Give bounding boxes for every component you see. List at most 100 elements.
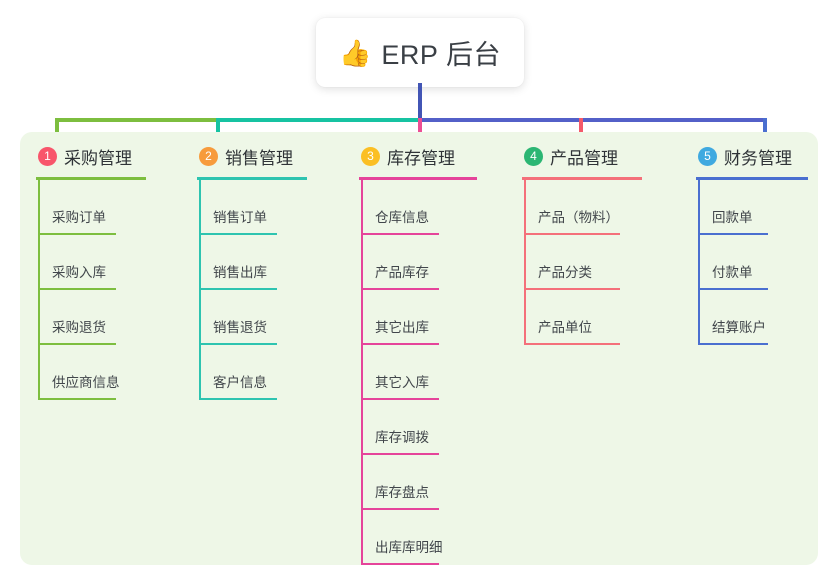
- branch-header[interactable]: 2 销售管理: [197, 144, 307, 168]
- branch-item-label: 产品（物料）: [538, 210, 619, 225]
- branch-item[interactable]: 采购退货: [36, 290, 146, 345]
- connector-stem: [418, 83, 422, 120]
- branch-item[interactable]: 采购入库: [36, 235, 146, 290]
- branch-item-underline: [524, 233, 620, 235]
- branch-item-underline: [199, 233, 277, 235]
- branch-item-label: 供应商信息: [52, 375, 120, 390]
- branch-number-badge: 1: [38, 146, 57, 166]
- branch-item-underline: [38, 398, 116, 400]
- branch-item-underline: [361, 343, 439, 345]
- branch-item-label: 销售退货: [213, 320, 267, 335]
- branch-item-underline: [698, 343, 768, 345]
- branch-item-list: 采购订单 采购入库 采购退货 供应商信息: [36, 180, 146, 400]
- branch-title: 产品管理: [550, 148, 618, 168]
- branch-item-underline: [361, 233, 439, 235]
- branch-item-label: 出库库明细: [375, 540, 443, 555]
- branch-underline: [522, 177, 642, 180]
- branch-item-underline: [199, 288, 277, 290]
- branch-header[interactable]: 3 库存管理: [359, 144, 477, 168]
- branch-item-underline: [361, 288, 439, 290]
- branch-item[interactable]: 客户信息: [197, 345, 307, 400]
- branch-number-badge: 4: [524, 146, 543, 166]
- branch-header[interactable]: 5 财务管理: [696, 144, 808, 168]
- branch-item[interactable]: 产品库存: [359, 235, 477, 290]
- branch-item-label: 付款单: [712, 265, 753, 280]
- root-node[interactable]: 👍 ERP 后台: [316, 18, 524, 87]
- branch-item-list: 销售订单 销售出库 销售退货 客户信息: [197, 180, 307, 400]
- branch-item-label: 产品单位: [538, 320, 592, 335]
- branch-item-underline: [524, 343, 620, 345]
- branch-item-label: 采购入库: [52, 265, 106, 280]
- branch-spine: [38, 180, 40, 400]
- branch-item-label: 结算账户: [712, 320, 766, 335]
- branch-item-underline: [361, 398, 439, 400]
- branch-title: 采购管理: [64, 148, 132, 168]
- branch-column: 3 库存管理 仓库信息 产品库存 其它出库 其它入库 库存调拨 库存盘点 出库库…: [359, 144, 477, 565]
- branch-number-badge: 2: [199, 146, 218, 166]
- branch-item-underline: [199, 398, 277, 400]
- branch-spine: [361, 180, 363, 565]
- branch-title: 库存管理: [387, 148, 455, 168]
- branch-item[interactable]: 付款单: [696, 235, 808, 290]
- thumbs-up-icon: 👍: [339, 37, 372, 68]
- branch-item[interactable]: 销售退货: [197, 290, 307, 345]
- branch-underline: [197, 177, 307, 180]
- connector-bar-segment: [419, 118, 766, 122]
- branch-item-label: 客户信息: [213, 375, 267, 390]
- branch-item[interactable]: 库存调拨: [359, 400, 477, 455]
- branch-header[interactable]: 1 采购管理: [36, 144, 146, 168]
- branch-item-underline: [698, 288, 768, 290]
- connector-bar-segment: [57, 118, 218, 122]
- branch-column: 2 销售管理 销售订单 销售出库 销售退货 客户信息: [197, 144, 307, 400]
- branch-item-label: 采购退货: [52, 320, 106, 335]
- branch-item-label: 回款单: [712, 210, 753, 225]
- branch-title: 财务管理: [724, 148, 792, 168]
- branch-item[interactable]: 销售订单: [197, 180, 307, 235]
- branch-item-label: 销售订单: [213, 210, 267, 225]
- branch-item-underline: [361, 508, 439, 510]
- branch-spine: [524, 180, 526, 345]
- branch-item-underline: [199, 343, 277, 345]
- branch-item[interactable]: 其它入库: [359, 345, 477, 400]
- branch-item[interactable]: 结算账户: [696, 290, 808, 345]
- branch-item[interactable]: 采购订单: [36, 180, 146, 235]
- branch-item[interactable]: 出库库明细: [359, 510, 477, 565]
- branch-item-underline: [38, 288, 116, 290]
- branch-title: 销售管理: [225, 148, 293, 168]
- branch-spine: [199, 180, 201, 400]
- branch-number-badge: 5: [698, 146, 717, 166]
- branch-item[interactable]: 供应商信息: [36, 345, 146, 400]
- branch-item-underline: [361, 453, 439, 455]
- branch-column: 1 采购管理 采购订单 采购入库 采购退货 供应商信息: [36, 144, 146, 400]
- branch-item[interactable]: 产品（物料）: [522, 180, 642, 235]
- branch-item[interactable]: 其它出库: [359, 290, 477, 345]
- branch-item-list: 仓库信息 产品库存 其它出库 其它入库 库存调拨 库存盘点 出库库明细: [359, 180, 477, 565]
- branch-item-label: 产品库存: [375, 265, 429, 280]
- branch-spine: [698, 180, 700, 345]
- branch-item[interactable]: 仓库信息: [359, 180, 477, 235]
- branch-item-label: 库存盘点: [375, 485, 429, 500]
- branch-item-underline: [38, 343, 116, 345]
- branch-item[interactable]: 销售出库: [197, 235, 307, 290]
- branch-panel: [20, 132, 818, 565]
- branch-number-badge: 3: [361, 146, 380, 166]
- branch-item[interactable]: 回款单: [696, 180, 808, 235]
- branch-item-underline: [524, 288, 620, 290]
- branch-item[interactable]: 库存盘点: [359, 455, 477, 510]
- branch-item-label: 产品分类: [538, 265, 592, 280]
- branch-item-underline: [361, 563, 439, 565]
- connector-bar-segment: [217, 118, 420, 122]
- branch-underline: [36, 177, 146, 180]
- branch-underline: [359, 177, 477, 180]
- branch-item-label: 库存调拨: [375, 430, 429, 445]
- branch-item-label: 采购订单: [52, 210, 106, 225]
- branch-header[interactable]: 4 产品管理: [522, 144, 642, 168]
- branch-item-underline: [698, 233, 768, 235]
- branch-item[interactable]: 产品单位: [522, 290, 642, 345]
- branch-item-label: 其它出库: [375, 320, 429, 335]
- branch-item-label: 销售出库: [213, 265, 267, 280]
- branch-column: 5 财务管理 回款单 付款单 结算账户: [696, 144, 808, 345]
- branch-item-list: 产品（物料） 产品分类 产品单位: [522, 180, 642, 345]
- branch-item[interactable]: 产品分类: [522, 235, 642, 290]
